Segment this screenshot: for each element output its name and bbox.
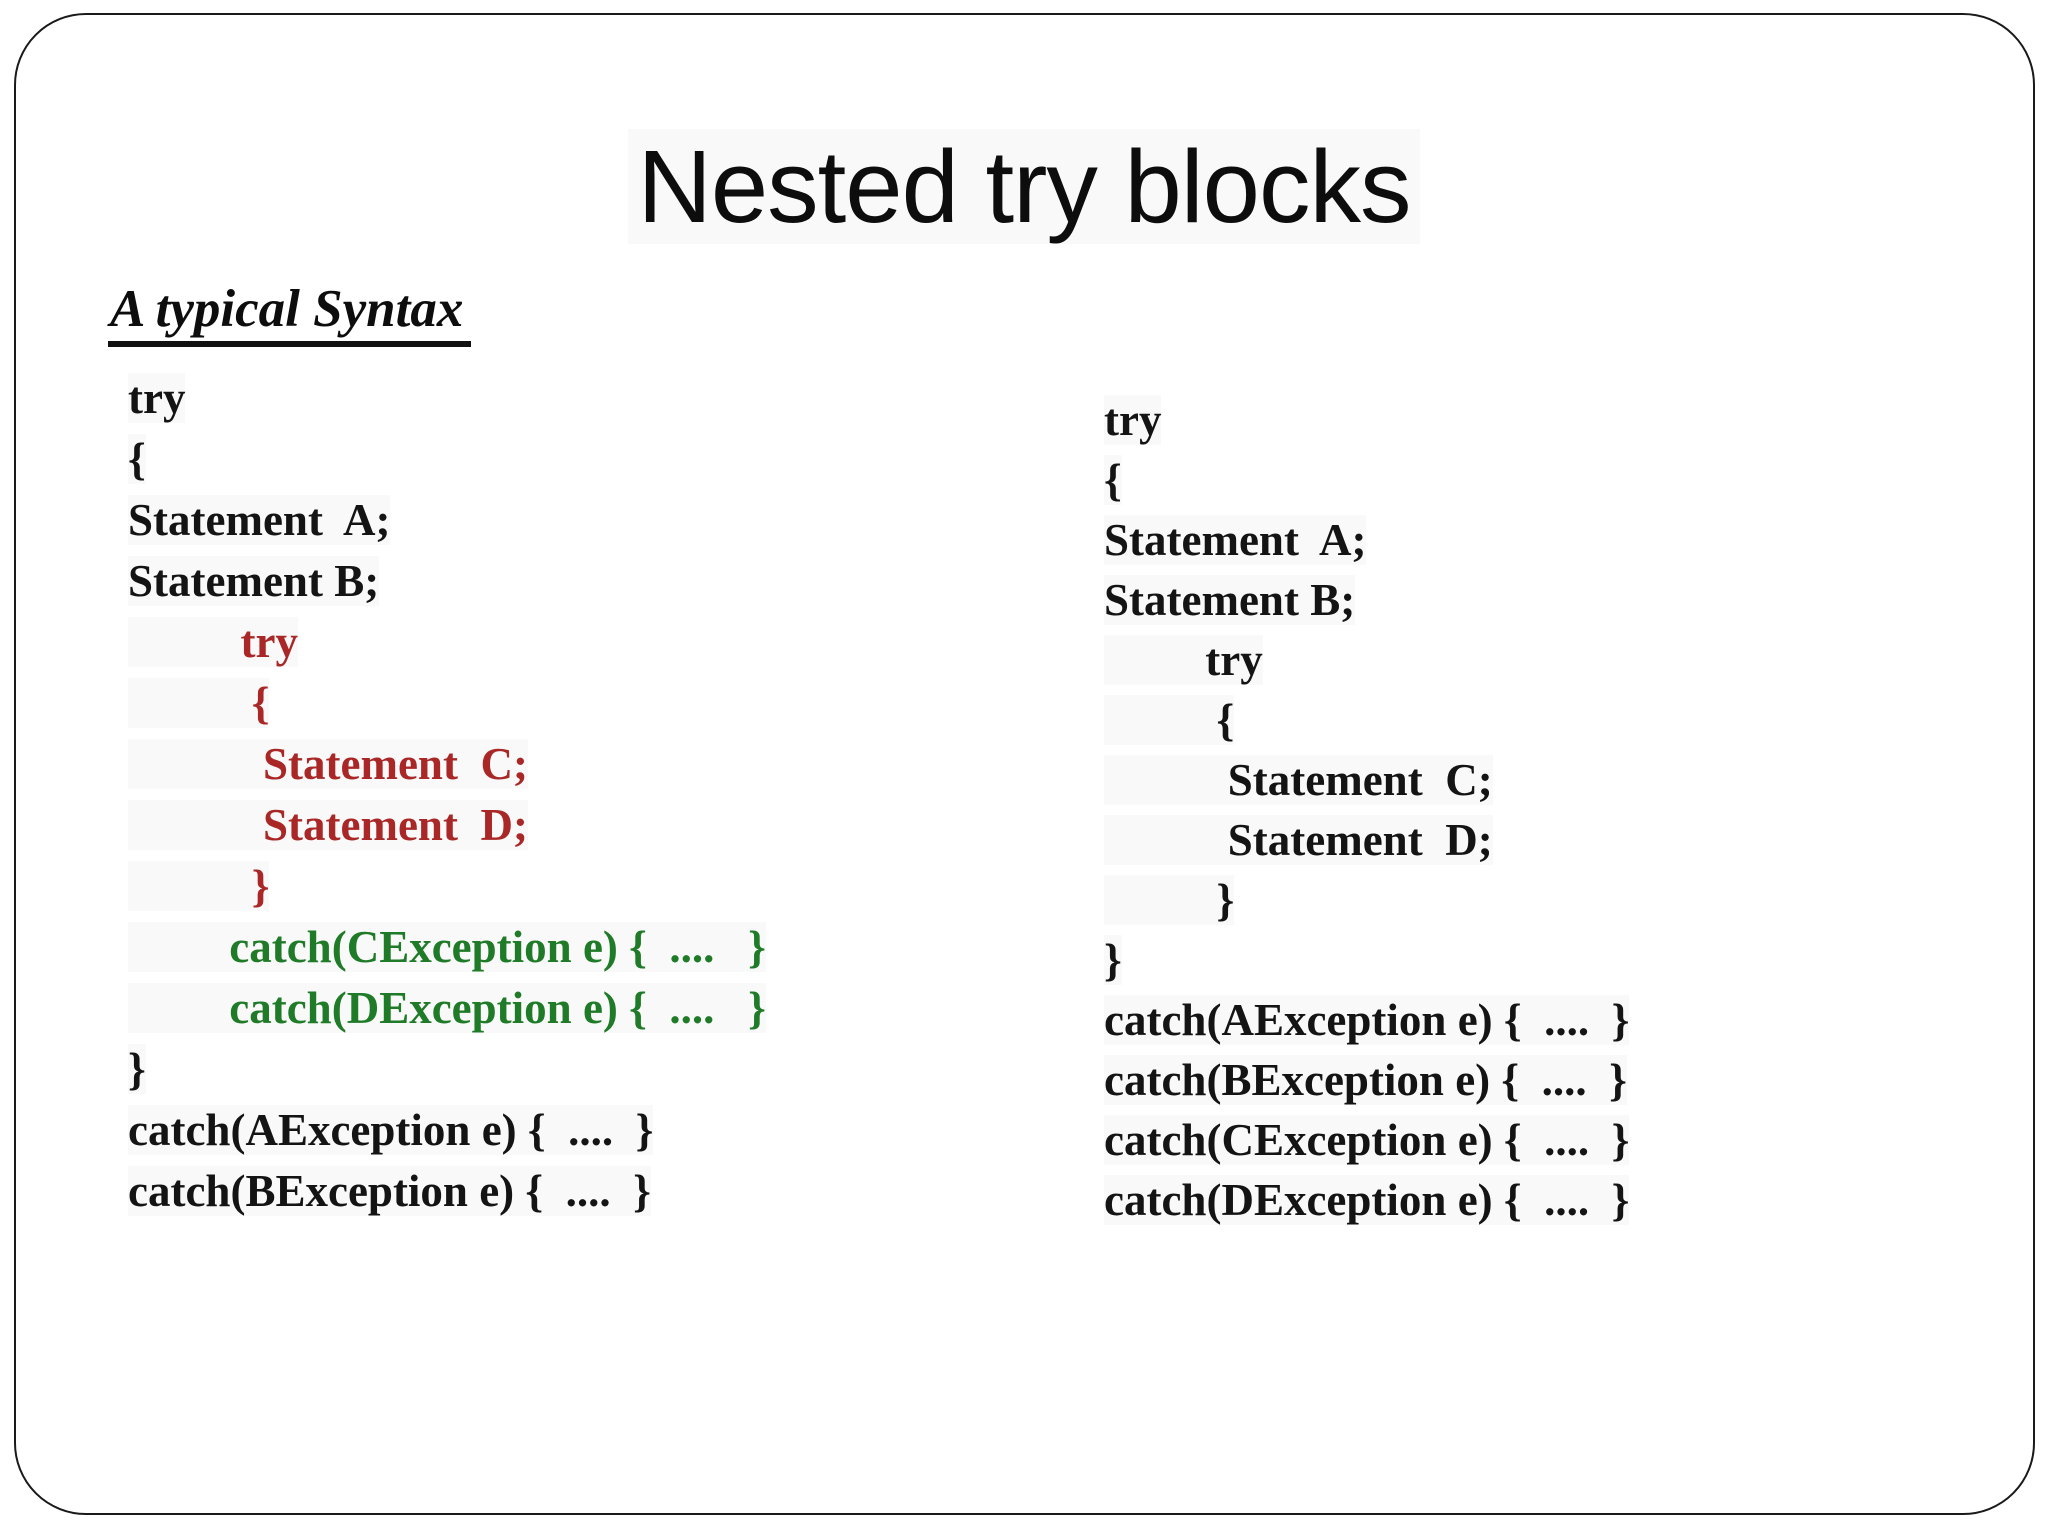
code-line-text: Statement D; xyxy=(1104,815,1493,865)
code-line-text: } xyxy=(1104,935,1122,985)
code-line: } xyxy=(128,856,766,917)
page-title-text: Nested try blocks xyxy=(628,129,1421,244)
code-line: catch(DException e) { .... } xyxy=(1104,1170,1629,1230)
code-line: Statement D; xyxy=(1104,810,1629,870)
code-line: try xyxy=(1104,630,1629,690)
code-line-text: { xyxy=(128,678,270,728)
code-line-text: { xyxy=(1104,695,1235,745)
code-line-text: catch(DException e) { .... } xyxy=(128,983,766,1033)
code-line: Statement D; xyxy=(128,795,766,856)
code-line: catch(BException e) { .... } xyxy=(128,1161,766,1222)
code-line-text: catch(CException e) { .... } xyxy=(128,922,766,972)
code-line-text: Statement B; xyxy=(128,556,380,606)
code-line-text: catch(AException e) { .... } xyxy=(1104,995,1630,1045)
code-line-text: try xyxy=(1104,635,1263,685)
code-line: Statement A; xyxy=(128,490,766,551)
right-code-block: try { Statement A; Statement B; try { State… xyxy=(1104,390,1629,1230)
code-line: { xyxy=(1104,690,1629,750)
code-line: Statement B; xyxy=(128,551,766,612)
code-line: } xyxy=(1104,930,1629,990)
code-line-text: } xyxy=(1104,875,1235,925)
code-line-text: } xyxy=(128,861,270,911)
code-line-text: try xyxy=(128,617,298,667)
code-line: } xyxy=(1104,870,1629,930)
left-code-block: try { Statement A; Statement B; try { State… xyxy=(128,368,766,1222)
code-line: catch(AException e) { .... } xyxy=(128,1100,766,1161)
code-line-text: try xyxy=(1104,395,1162,445)
code-line: { xyxy=(1104,450,1629,510)
code-line-text: catch(BException e) { .... } xyxy=(128,1166,651,1216)
code-line: Statement C; xyxy=(1104,750,1629,810)
code-line-text: Statement C; xyxy=(1104,755,1493,805)
code-line-text: catch(BException e) { .... } xyxy=(1104,1055,1627,1105)
code-line: catch(CException e) { .... } xyxy=(1104,1110,1629,1170)
subtitle-heading: A typical Syntax xyxy=(108,280,472,348)
code-line: Statement B; xyxy=(1104,570,1629,630)
code-line-text: catch(DException e) { .... } xyxy=(1104,1175,1630,1225)
code-line: Statement A; xyxy=(1104,510,1629,570)
code-line-text: } xyxy=(128,1044,146,1094)
code-line: try xyxy=(128,612,766,673)
code-line-text: Statement A; xyxy=(128,495,391,545)
code-line-text: Statement D; xyxy=(128,800,528,850)
code-line: catch(DException e) { .... } xyxy=(128,978,766,1039)
code-line: catch(CException e) { .... } xyxy=(128,917,766,978)
code-line: Statement C; xyxy=(128,734,766,795)
code-line: try xyxy=(1104,390,1629,450)
code-line: try xyxy=(128,368,766,429)
code-line-text: Statement C; xyxy=(128,739,528,789)
code-line: catch(AException e) { .... } xyxy=(1104,990,1629,1050)
code-line: catch(BException e) { .... } xyxy=(1104,1050,1629,1110)
code-line-text: catch(CException e) { .... } xyxy=(1104,1115,1630,1165)
code-line-text: try xyxy=(128,373,186,423)
code-line-text: { xyxy=(1104,455,1122,505)
code-line-text: Statement B; xyxy=(1104,575,1356,625)
code-line-text: Statement A; xyxy=(1104,515,1367,565)
code-line: } xyxy=(128,1039,766,1100)
subtitle-text: A typical Syntax xyxy=(108,280,472,348)
slide-border xyxy=(14,13,2035,1515)
code-line-text: catch(AException e) { .... } xyxy=(128,1105,654,1155)
code-line: { xyxy=(128,673,766,734)
page-title: Nested try blocks xyxy=(0,128,2048,246)
code-line-text: { xyxy=(128,434,146,484)
code-line: { xyxy=(128,429,766,490)
